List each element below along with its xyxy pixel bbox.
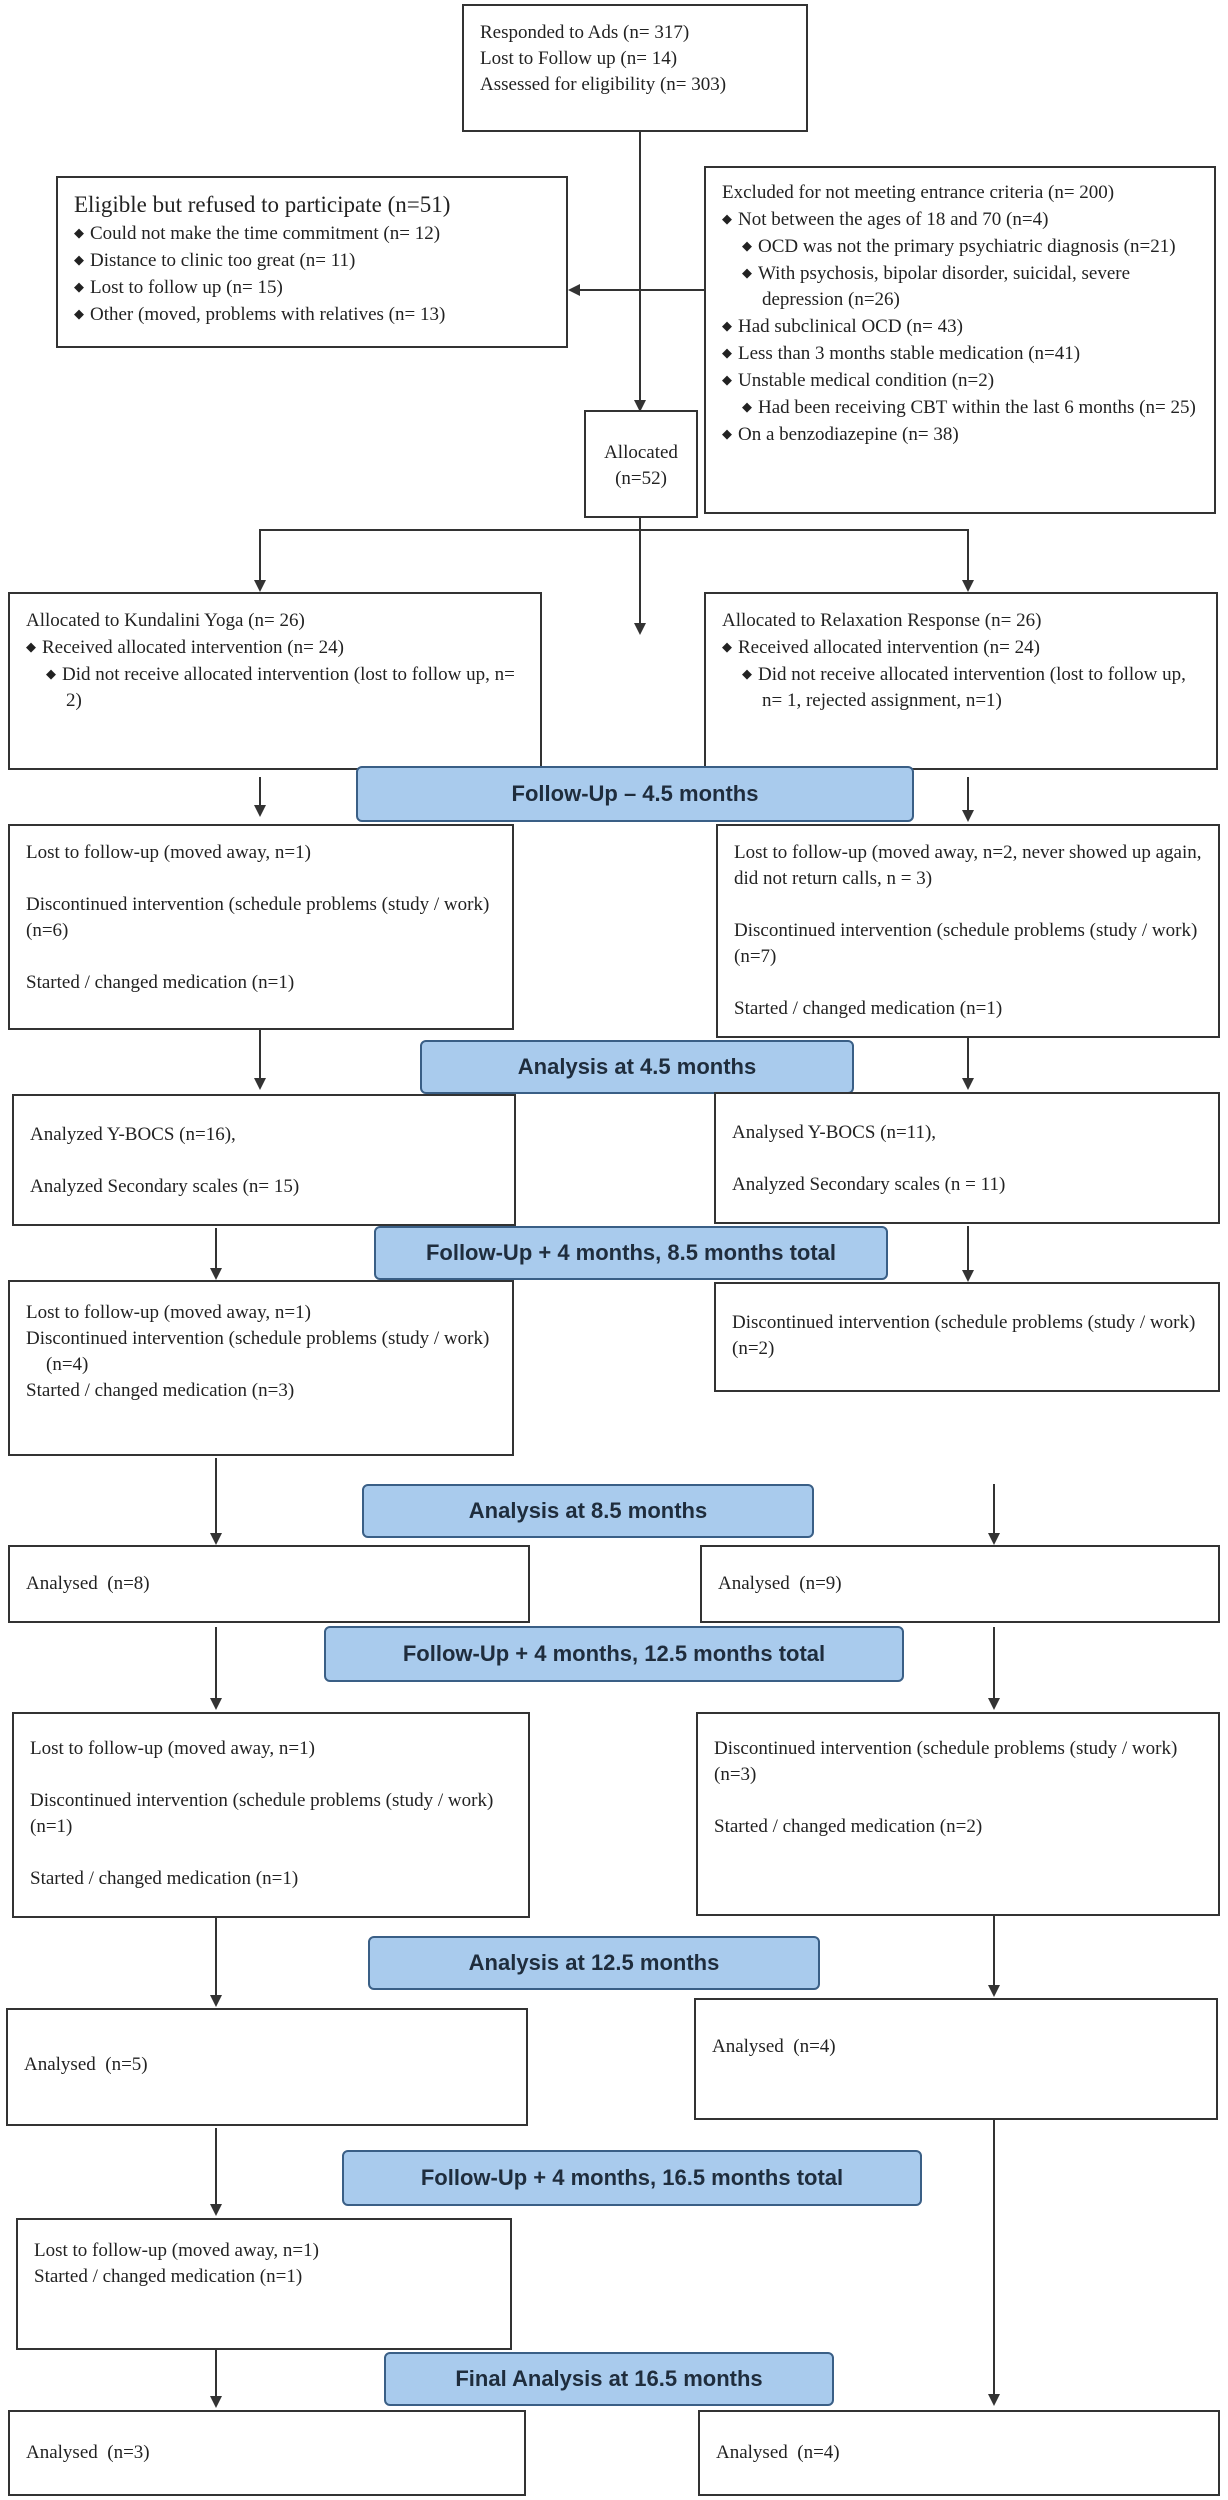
excluded-item: With psychosis, bipolar disorder, suicid… <box>722 260 1198 313</box>
yoga-fu1-medication: Started / changed medication (n=1) <box>26 972 295 993</box>
lost-followup-text: Lost to Follow up (n= 14) <box>480 48 678 69</box>
yoga-fu1-discontinued: Discontinued intervention (schedule prob… <box>26 894 495 941</box>
yoga-fu2-lost: Lost to follow-up (moved away, n=1) <box>26 1302 311 1323</box>
enrollment-box: Responded to Ads (n= 317) Lost to Follow… <box>462 4 808 132</box>
yoga-fu4-medication: Started / changed medication (n=1) <box>34 2266 303 2287</box>
yoga-allocation-item: Received allocated intervention (n= 24) <box>26 634 524 661</box>
relax-fu1-discontinued: Discontinued intervention (schedule prob… <box>734 920 1203 967</box>
yoga-an1-ybocs: Analyzed Y-BOCS (n=16), <box>30 1124 236 1145</box>
yoga-fu1-lost: Lost to follow-up (moved away, n=1) <box>26 842 311 863</box>
allocated-box: Allocated (n=52) <box>584 410 698 518</box>
relax-final-analysis-box: Analysed (n=4) <box>698 2410 1220 2496</box>
excluded-item: Had subclinical OCD (n= 43) <box>722 313 1198 340</box>
relax-analysis-8-5-box: Analysed (n=9) <box>700 1545 1220 1623</box>
yoga-allocation-item: Did not receive allocated intervention (… <box>26 661 524 714</box>
relax-fu1-medication: Started / changed medication (n=1) <box>734 998 1003 1019</box>
relax-an2-analysed: Analysed (n=9) <box>718 1573 842 1594</box>
refused-box: Eligible but refused to participate (n=5… <box>56 176 568 348</box>
excluded-title: Excluded for not meeting entrance criter… <box>722 182 1115 203</box>
allocated-count: (n=52) <box>615 468 667 489</box>
yoga-fu4-lost: Lost to follow-up (moved away, n=1) <box>34 2240 319 2261</box>
phase-followup-16-5: Follow-Up + 4 months, 16.5 months total <box>342 2150 922 2206</box>
yoga-analysis-12-5-box: Analysed (n=5) <box>6 2008 528 2126</box>
phase-followup-4-5: Follow-Up – 4.5 months <box>356 766 914 822</box>
yoga-analysis-8-5-box: Analysed (n=8) <box>8 1545 530 1623</box>
refused-title: Eligible but refused to participate (n=5… <box>74 192 451 217</box>
yoga-analysis-4-5-box: Analyzed Y-BOCS (n=16), Analyzed Seconda… <box>12 1094 516 1226</box>
yoga-fu2-medication: Started / changed medication (n=3) <box>26 1380 295 1401</box>
relax-an3-analysed: Analysed (n=4) <box>712 2036 836 2057</box>
yoga-an3-analysed: Analysed (n=5) <box>24 2054 148 2075</box>
responded-text: Responded to Ads (n= 317) <box>480 22 690 43</box>
yoga-followup-16-5-box: Lost to follow-up (moved away, n=1) Star… <box>16 2218 512 2350</box>
phase-followup-12-5: Follow-Up + 4 months, 12.5 months total <box>324 1626 904 1682</box>
arrow-to-yoga <box>254 529 640 592</box>
relax-allocation-box: Allocated to Relaxation Response (n= 26)… <box>704 592 1218 770</box>
allocated-label: Allocated <box>604 442 678 463</box>
assessed-text: Assessed for eligibility (n= 303) <box>480 74 727 95</box>
relax-followup-8-5-box: Discontinued intervention (schedule prob… <box>714 1282 1220 1392</box>
excluded-item: On a benzodiazepine (n= 38) <box>722 421 1198 448</box>
yoga-fu2-discontinued: Discontinued intervention (schedule prob… <box>26 1328 495 1375</box>
phase-final-analysis-16-5: Final Analysis at 16.5 months <box>384 2352 834 2406</box>
yoga-fu3-lost: Lost to follow-up (moved away, n=1) <box>30 1738 315 1759</box>
yoga-allocation-title: Allocated to Kundalini Yoga (n= 26) <box>26 610 305 631</box>
relax-fu3-medication: Started / changed medication (n=2) <box>714 1816 983 1837</box>
yoga-fu3-discontinued: Discontinued intervention (schedule prob… <box>30 1790 499 1837</box>
yoga-an2-analysed: Analysed (n=8) <box>26 1573 150 1594</box>
relax-fu1-lost: Lost to follow-up (moved away, n=2, neve… <box>734 842 1207 889</box>
refused-item: Lost to follow up (n= 15) <box>74 274 550 301</box>
relax-analysis-4-5-box: Analysed Y-BOCS (n=11), Analyzed Seconda… <box>714 1092 1220 1224</box>
excluded-item: OCD was not the primary psychiatric diag… <box>722 233 1198 260</box>
relax-analysis-12-5-box: Analysed (n=4) <box>694 1998 1218 2120</box>
excluded-item: Had been receiving CBT within the last 6… <box>722 394 1198 421</box>
relax-followup-4-5-box: Lost to follow-up (moved away, n=2, neve… <box>716 824 1220 1038</box>
relax-allocation-item: Received allocated intervention (n= 24) <box>722 634 1200 661</box>
yoga-final-analysis-box: Analysed (n=3) <box>8 2410 526 2496</box>
excluded-item: Not between the ages of 18 and 70 (n=4) <box>722 206 1198 233</box>
yoga-followup-12-5-box: Lost to follow-up (moved away, n=1) Disc… <box>12 1712 530 1918</box>
relax-allocation-title: Allocated to Relaxation Response (n= 26) <box>722 610 1042 631</box>
phase-analysis-8-5: Analysis at 8.5 months <box>362 1484 814 1538</box>
phase-analysis-4-5: Analysis at 4.5 months <box>420 1040 854 1094</box>
refused-item: Distance to clinic too great (n= 11) <box>74 247 550 274</box>
excluded-item: Unstable medical condition (n=2) <box>722 367 1198 394</box>
relax-an1-secondary: Analyzed Secondary scales (n = 11) <box>732 1174 1006 1195</box>
excluded-item: Less than 3 months stable medication (n=… <box>722 340 1198 367</box>
yoga-an1-secondary: Analyzed Secondary scales (n= 15) <box>30 1176 300 1197</box>
yoga-followup-4-5-box: Lost to follow-up (moved away, n=1) Disc… <box>8 824 514 1030</box>
yoga-followup-8-5-box: Lost to follow-up (moved away, n=1) Disc… <box>8 1280 514 1456</box>
refused-item: Other (moved, problems with relatives (n… <box>74 301 550 328</box>
phase-followup-8-5: Follow-Up + 4 months, 8.5 months total <box>374 1226 888 1280</box>
relax-an1-ybocs: Analysed Y-BOCS (n=11), <box>732 1122 937 1143</box>
relax-fu2-discontinued: Discontinued intervention (schedule prob… <box>732 1312 1201 1359</box>
phase-analysis-12-5: Analysis at 12.5 months <box>368 1936 820 1990</box>
excluded-box: Excluded for not meeting entrance criter… <box>704 166 1216 514</box>
refused-item: Could not make the time commitment (n= 1… <box>74 220 550 247</box>
yoga-an4-analysed: Analysed (n=3) <box>26 2442 150 2463</box>
arrow-to-relax <box>640 529 974 592</box>
relax-followup-12-5-box: Discontinued intervention (schedule prob… <box>696 1712 1220 1916</box>
yoga-allocation-box: Allocated to Kundalini Yoga (n= 26) Rece… <box>8 592 542 770</box>
relax-allocation-item: Did not receive allocated intervention (… <box>722 661 1200 714</box>
yoga-fu3-medication: Started / changed medication (n=1) <box>30 1868 299 1889</box>
relax-fu3-discontinued: Discontinued intervention (schedule prob… <box>714 1738 1183 1785</box>
relax-an4-analysed: Analysed (n=4) <box>716 2442 840 2463</box>
